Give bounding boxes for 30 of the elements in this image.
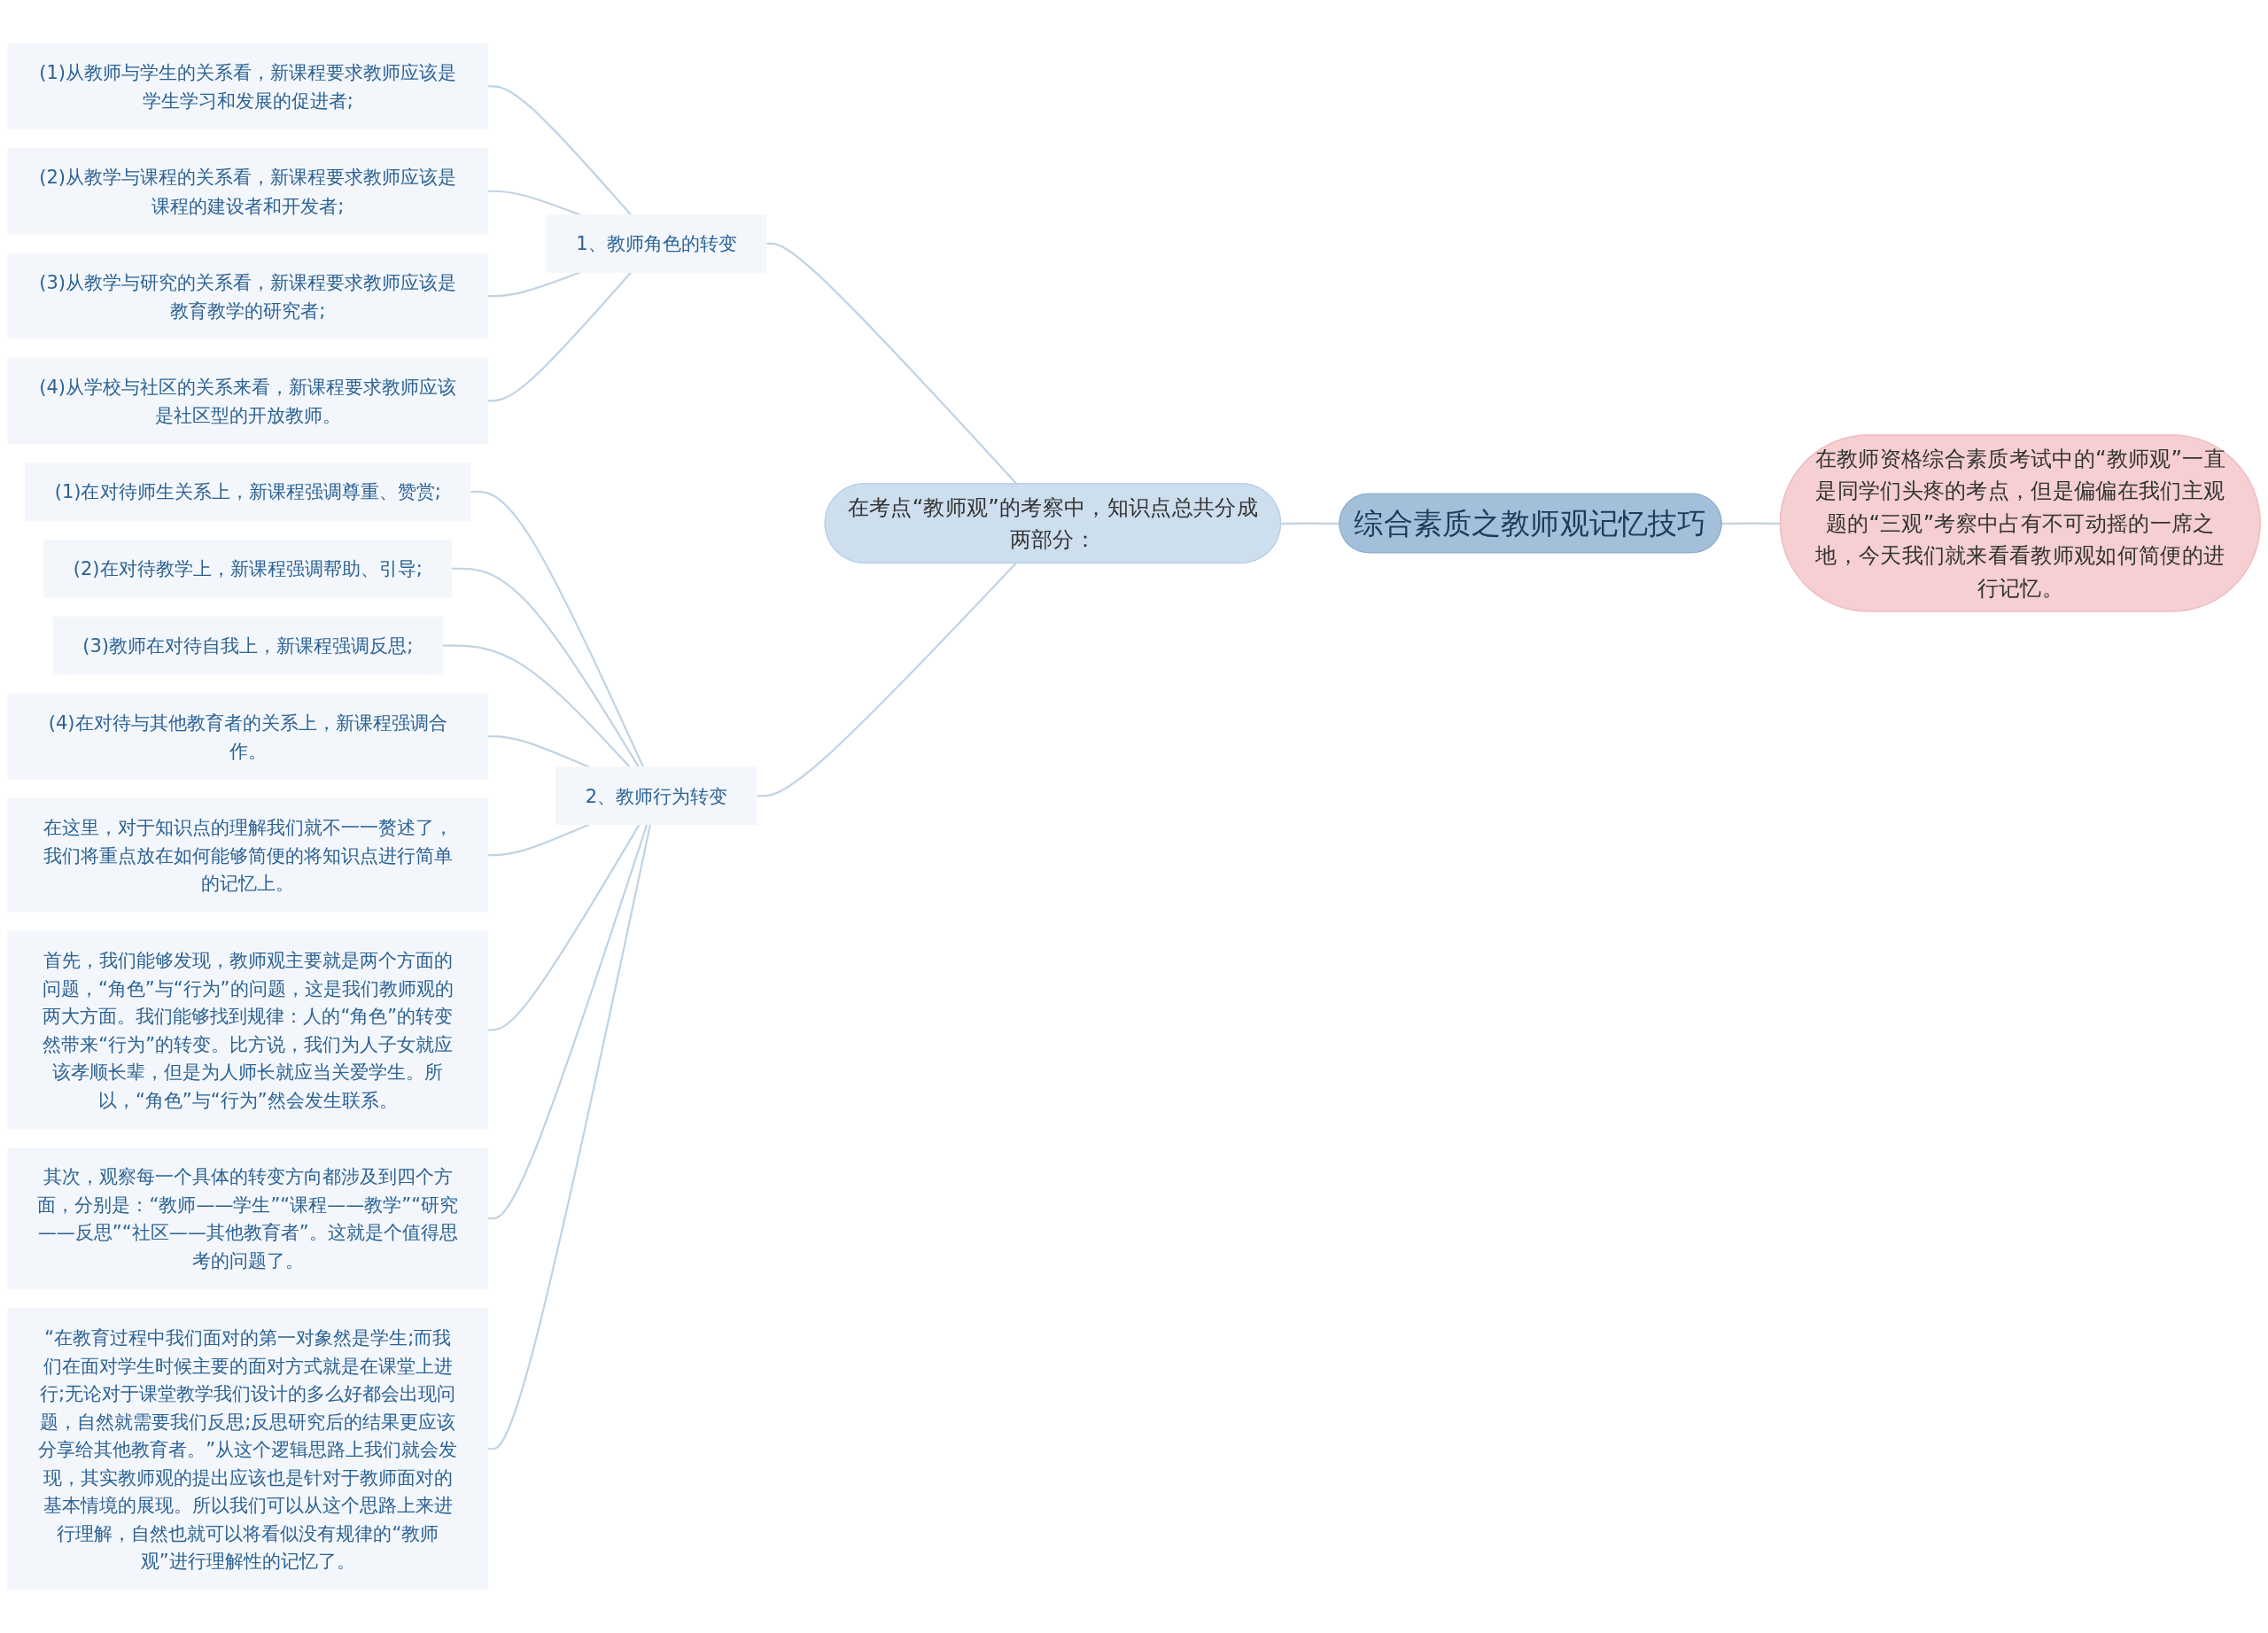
node-box: (3)从教学与研究的关系看，新课程要求教师应该是教育教学的研究者; (7, 253, 489, 339)
node-box: 首先，我们能够发现，教师观主要就是两个方面的问题，“角色”与“行为”的问题，这是我们教师观的两大方面。我们能够找到规律：人的“角色”的转变然带来“行为”的转变。比方说，我们为人子女就应该孝顺长辈，但是为人师长就应当关爱学生。所以，“角色”与“行为”然会发生联系。 (7, 930, 489, 1129)
connector (470, 490, 645, 768)
connector (1721, 522, 1781, 525)
connector (487, 823, 641, 1031)
connector (487, 85, 633, 216)
node-box: (4)从学校与社区的关系来看，新课程要求教师应该是社区型的开放教师。 (7, 357, 489, 445)
connector (487, 190, 581, 216)
node-box: (2)从教学与课程的关系看，新课程要求教师应该是课程的建设者和开发者; (7, 148, 489, 235)
node-box: (1)在对待师生关系上，新课程强调尊重、赞赏; (25, 463, 471, 521)
connector (487, 824, 652, 1450)
connector (487, 824, 649, 1220)
node-box: (3)教师在对待自我上，新课程强调反思; (52, 616, 443, 675)
connector (757, 563, 1017, 797)
node-box: (2)在对待教学上，新课程强调帮助、引导; (43, 539, 453, 598)
node-box: 1、教师角色的转变 (546, 214, 767, 273)
connector (487, 823, 590, 857)
connector (487, 271, 581, 298)
connector (442, 644, 631, 768)
connector (765, 242, 1018, 485)
node-box: (1)从教师与学生的关系看，新课程要求教师应该是学生学习和发展的促进者; (7, 43, 489, 130)
node-box: 2、教师行为转变 (555, 766, 757, 826)
node-box: “在教育过程中我们面对的第一对象然是学生;而我们在面对学生时候主要的面对方式就是在课堂上进行;无论对于课堂教学我们设计的多么好都会出现问题，自然就需要我们反思;反思研究后的结果更应该分享给其他教育者。”从这个逻辑思路上我们就会发现，其实教师观的提出应该也是针对于教师面对的基本情境的展现。所以我们可以从这个思路上来进行理解，自然也就可以将看似没有规律的“教师观”进行理解性的记忆了。 (7, 1308, 489, 1590)
connector (451, 567, 641, 768)
connector (1281, 522, 1340, 525)
node-box: 其次，观察每一个具体的转变方向都涉及到四个方面，分别是：“教师——学生”“课程——教学”“研究——反思”“社区——其他教育者”。这就是个值得思考的问题了。 (7, 1147, 489, 1290)
connector (487, 735, 590, 768)
node-box: (4)在对待与其他教育者的关系上，新课程强调合作。 (7, 693, 489, 780)
node-box: 在这里，对于知识点的理解我们就不一一赘述了，我们将重点放在如何能够简便的将知识点进行简单的记忆上。 (7, 797, 489, 913)
connector (487, 271, 633, 402)
